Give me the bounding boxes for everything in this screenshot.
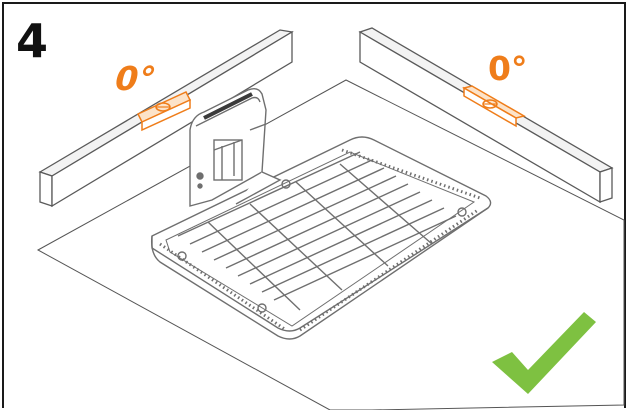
step-number: 4 xyxy=(16,14,49,68)
left-spirit-level xyxy=(136,91,192,132)
charging-station-tower xyxy=(189,87,282,207)
check-mark-icon xyxy=(492,312,596,394)
right-spirit-level xyxy=(462,85,526,128)
left-angle-label: 0° xyxy=(111,59,160,97)
charging-base-plate xyxy=(150,136,492,340)
right-angle-label: 0° xyxy=(488,49,527,88)
